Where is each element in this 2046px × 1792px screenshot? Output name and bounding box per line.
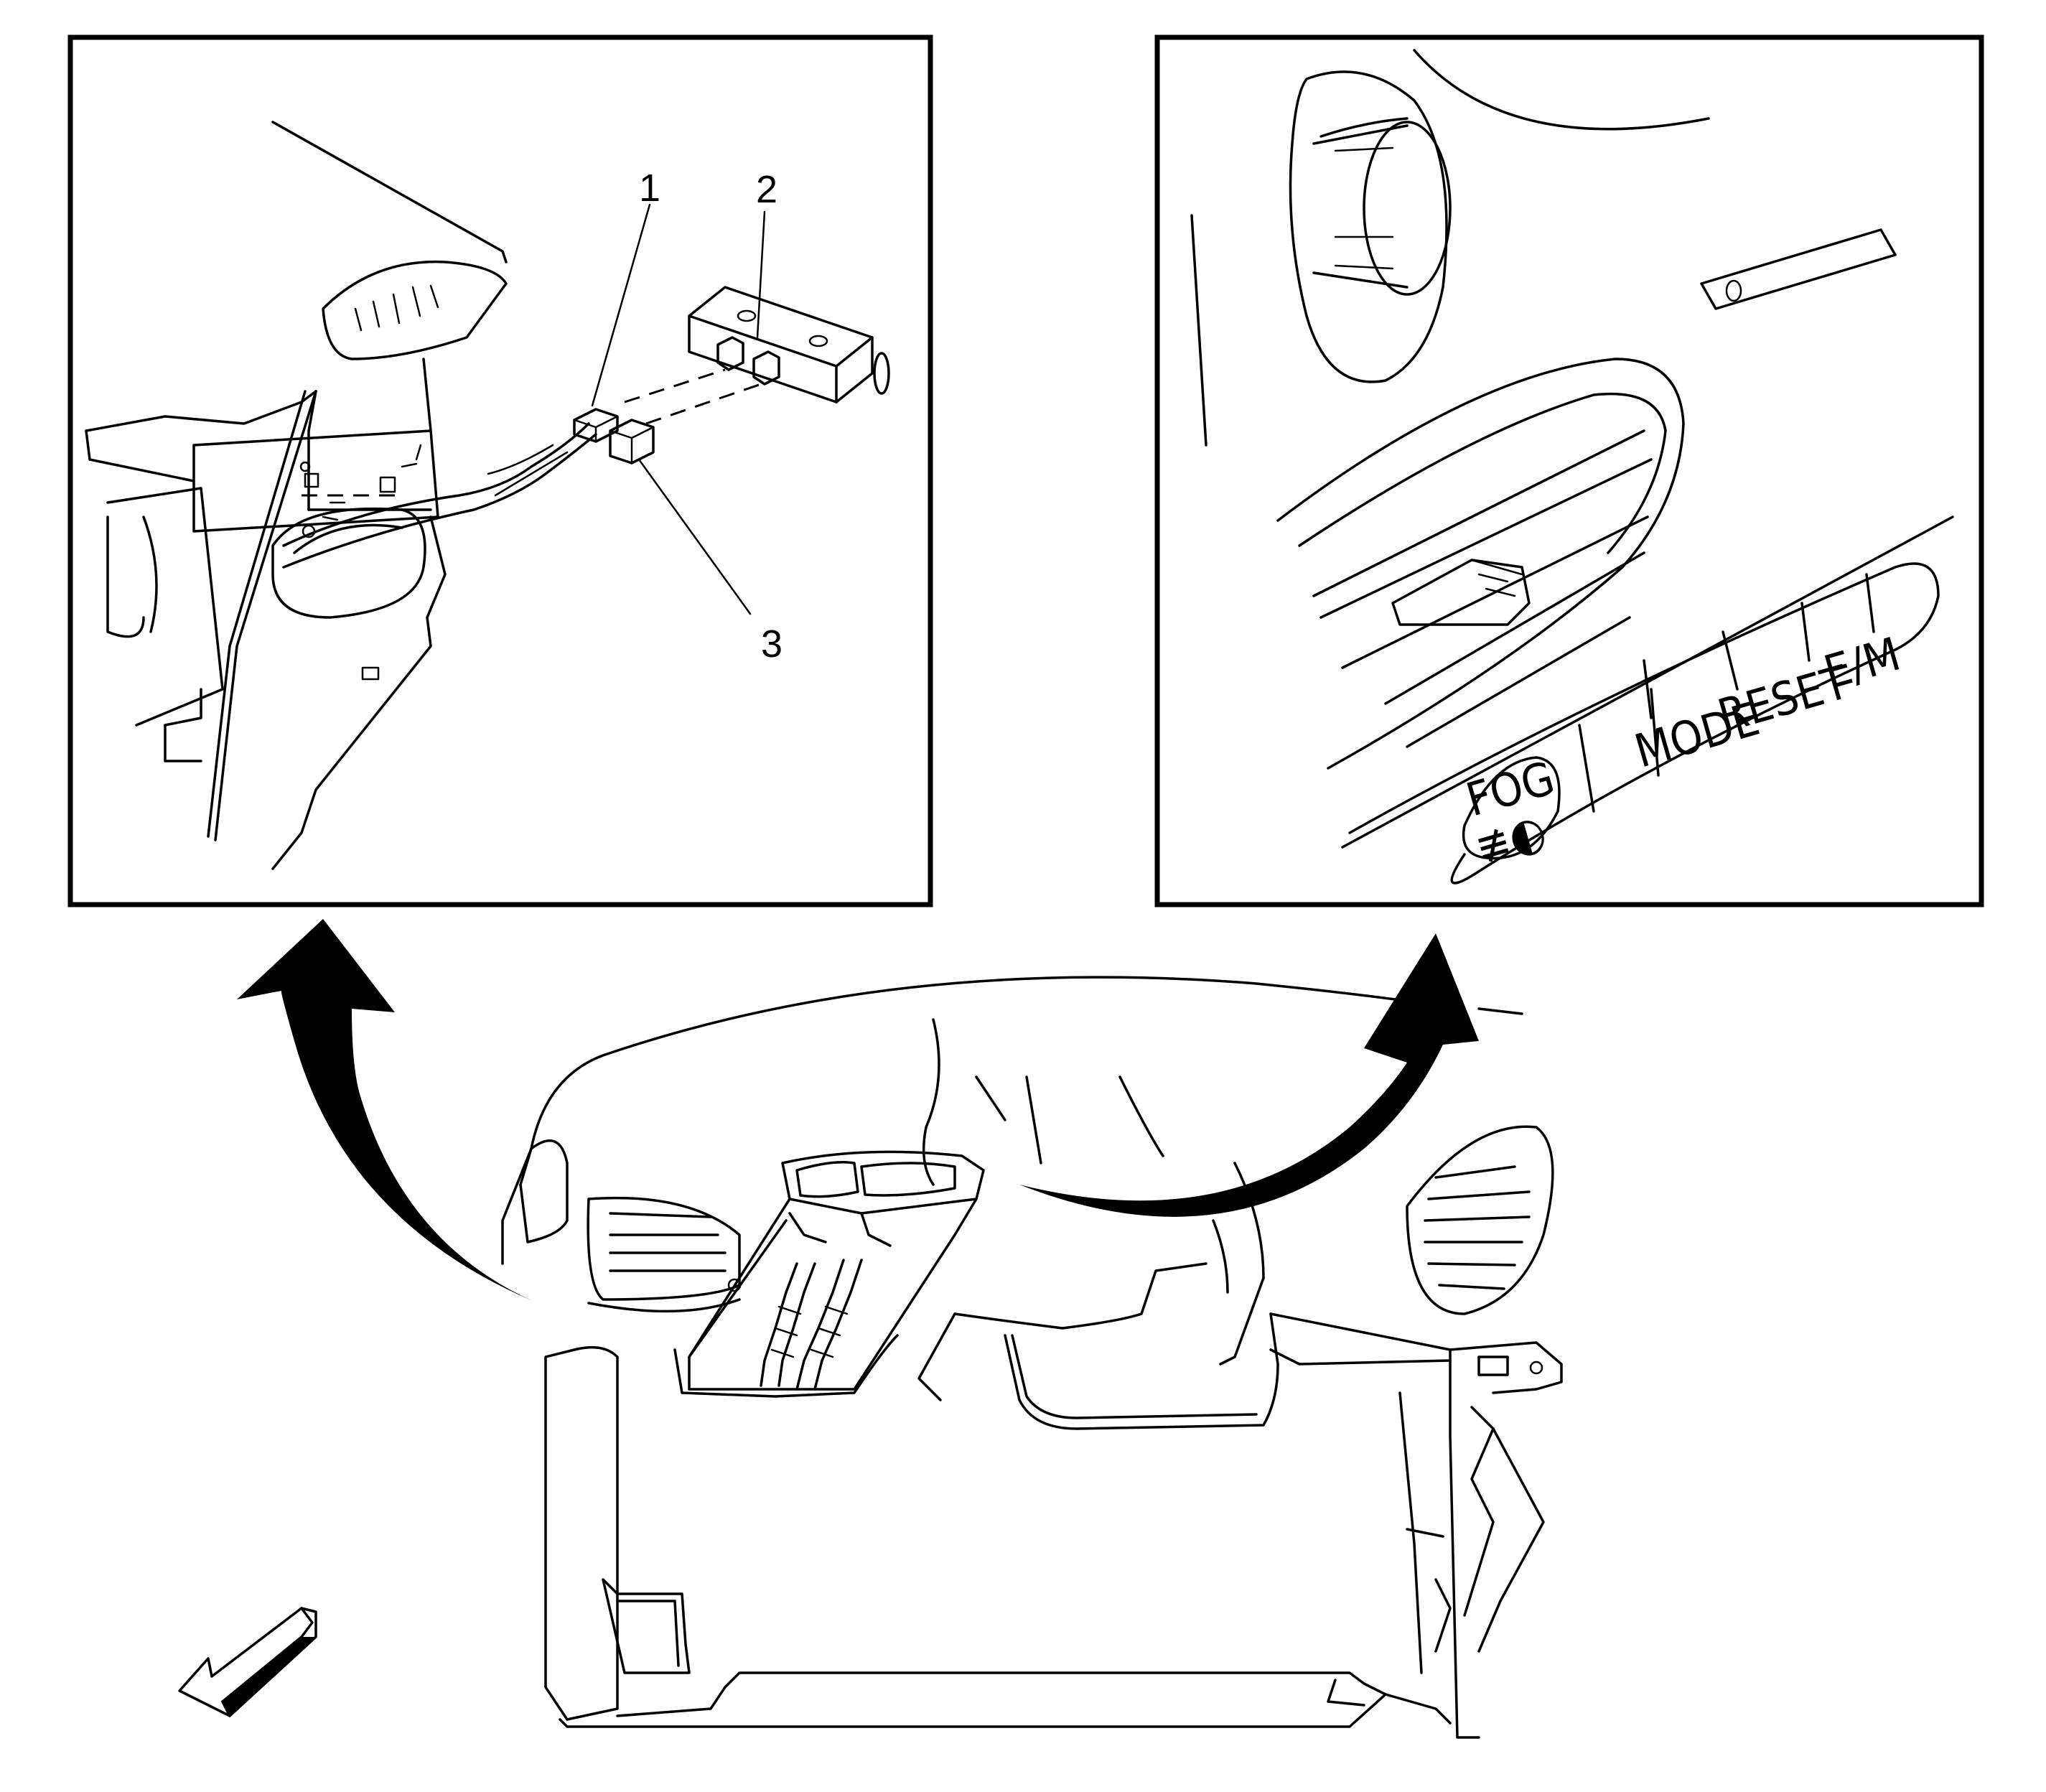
curved-arrow-right-icon bbox=[1019, 933, 1479, 1217]
connector-detail-panel: 1 2 3 bbox=[67, 34, 933, 907]
front-direction-arrow-icon bbox=[178, 1607, 317, 1717]
switch-assembly-2 bbox=[688, 286, 890, 403]
connector-3 bbox=[609, 419, 655, 465]
detail-frame-right bbox=[1154, 34, 1984, 907]
callout-2: 2 bbox=[756, 168, 777, 211]
switch-location-panel: FOG ≢◐ MODE RESET E/M bbox=[1154, 34, 1984, 907]
callout-3: 3 bbox=[761, 622, 783, 666]
curved-arrow-left-icon bbox=[237, 919, 533, 1301]
connector-1 bbox=[573, 408, 619, 443]
instrument-panel-overview bbox=[501, 976, 1563, 1739]
callout-1: 1 bbox=[639, 167, 660, 210]
